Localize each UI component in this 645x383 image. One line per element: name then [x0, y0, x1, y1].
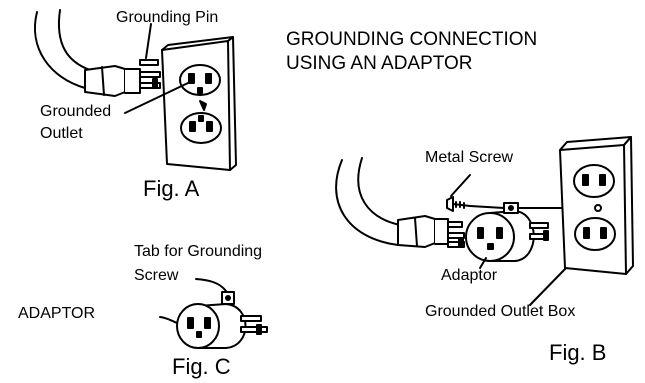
fig-b-prongs: [447, 221, 465, 248]
fig-c-tab: [221, 291, 235, 305]
fig-b-pointer-box: [529, 267, 567, 306]
fig-b-caption: Fig. B: [549, 340, 607, 365]
fig-c-label-tab-line-1: Tab for Grounding: [134, 243, 263, 260]
fig-b-label-grounded-outlet-box: Grounded Outlet Box: [425, 303, 576, 320]
fig-c-adaptor: [176, 303, 268, 349]
fig-b-screw-to-tab: [469, 205, 505, 209]
fig-b-adaptor-tab: [503, 202, 519, 214]
fig-b-label-adaptor: Adaptor: [441, 267, 498, 284]
fig-b-outlet-lower: [574, 217, 616, 251]
fig-a-cord: [34, 9, 91, 89]
fig-c-pointer-adaptor: [159, 316, 178, 324]
fig-a-label-grounding-pin: Grounding Pin: [116, 9, 219, 26]
fig-b-pointer-screw: [450, 174, 471, 197]
fig-a-pointer-outlet: [124, 82, 189, 114]
fig-b-box-screw-hole: [594, 204, 602, 212]
fig-a-label-grounded: Grounded: [40, 103, 112, 120]
fig-c-label-adaptor: ADAPTOR: [18, 305, 96, 322]
fig-c-label-tab-line-2: Screw: [134, 267, 179, 284]
fig-b-cord: [335, 157, 401, 246]
fig-b-outlet-upper: [573, 164, 615, 198]
diagram-title-line-2: USING AN ADAPTOR: [286, 53, 473, 74]
fig-a-caption: Fig. A: [143, 176, 200, 201]
fig-a-outlet-upper: [179, 64, 221, 96]
fig-a-pointer-pin: [145, 23, 152, 59]
fig-b-drawing: [335, 136, 634, 306]
fig-c-drawing: [159, 278, 268, 349]
fig-a-wall-plate: [161, 36, 237, 171]
fig-a-label-outlet: Outlet: [40, 125, 83, 142]
fig-b-label-metal-screw: Metal Screw: [425, 149, 514, 166]
diagram-title-line-1: GROUNDING CONNECTION: [286, 29, 538, 50]
fig-a-drawing: [34, 9, 237, 171]
fig-c-pointer-tab: [195, 278, 227, 292]
fig-b-adaptor: [465, 210, 549, 262]
fig-b-plug: [397, 215, 449, 248]
fig-c-caption: Fig. C: [172, 354, 231, 379]
fig-a-prongs: [139, 59, 161, 89]
fig-a-outlet-lower: [180, 112, 222, 144]
fig-a-center-screw: [199, 100, 207, 111]
fig-b-metal-screw: [446, 196, 471, 212]
fig-a-plug: [84, 65, 141, 97]
fig-b-pointer-adaptor: [479, 257, 487, 269]
